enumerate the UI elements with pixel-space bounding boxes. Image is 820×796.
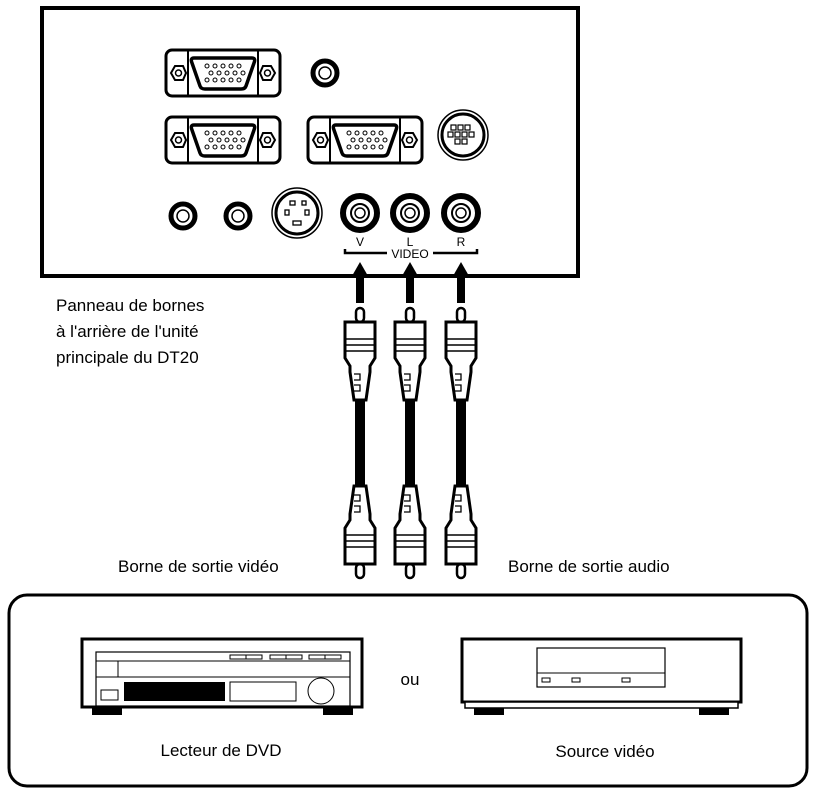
panel-caption-line-1: Panneau de bornes [56, 296, 204, 315]
arrow-up-icon [453, 262, 469, 276]
cable-audio-right [444, 306, 478, 580]
jack-group-bracket [343, 249, 479, 255]
arrow-up-icon [402, 262, 418, 276]
arrow-up-icon [352, 262, 368, 276]
s-video-port-icon [271, 187, 323, 239]
mini-din-port-icon [437, 109, 489, 161]
rear-terminal-panel: V L R VIDEO [40, 6, 580, 278]
video-source-icon [460, 637, 743, 715]
jack-label-v: V [356, 235, 364, 249]
rca-audio-left-jack-icon [393, 196, 427, 230]
rca-video-jack-icon [343, 196, 377, 230]
dvd-player-icon [80, 637, 364, 715]
rca-cables [343, 306, 478, 580]
audio-output-label: Borne de sortie audio [508, 557, 670, 576]
jack-group-label: VIDEO [391, 247, 428, 261]
cable-audio-left [393, 306, 427, 580]
connection-arrows [352, 262, 469, 303]
video-output-label: Borne de sortie vidéo [118, 557, 279, 576]
audio-minijack-icon [226, 204, 250, 228]
video-source-label: Source vidéo [555, 742, 654, 761]
vga-port-icon [306, 115, 424, 165]
rca-audio-right-jack-icon [444, 196, 478, 230]
source-devices-box: ou Lecteur de DVD Source vidéo [7, 593, 809, 788]
dvd-player-label: Lecteur de DVD [161, 741, 282, 760]
jack-label-l: L [407, 235, 414, 249]
or-label: ou [401, 670, 420, 689]
audio-minijack-icon [313, 61, 337, 85]
audio-minijack-icon [171, 204, 195, 228]
vga-port-icon [164, 115, 282, 165]
jack-label-r: R [457, 235, 466, 249]
cable-video [343, 306, 377, 580]
panel-caption-line-2: à l'arrière de l'unité [56, 322, 199, 341]
panel-caption-line-3: principale du DT20 [56, 348, 199, 367]
vga-port-icon [164, 48, 282, 98]
